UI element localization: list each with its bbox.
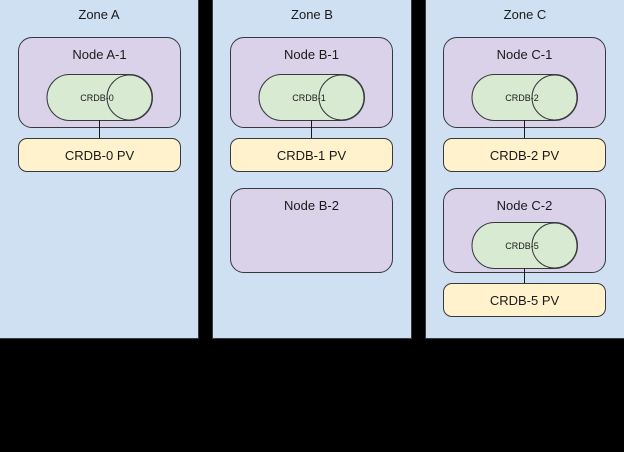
pv-container-crdb-2: CRDB-2 PV (443, 138, 606, 172)
zone-title: Zone C (503, 7, 547, 22)
pv-label: CRDB-5 PV (489, 292, 560, 308)
pv-label: CRDB-1 PV (276, 147, 347, 163)
database-cylinder-icon: CRDB-2 (471, 74, 578, 121)
node-pv-connector (524, 268, 525, 284)
pv-container-crdb-1: CRDB-1 PV (230, 138, 393, 172)
node-pv-connector (524, 120, 525, 139)
node-pv-connector (99, 120, 100, 139)
pv-label: CRDB-0 PV (64, 147, 135, 163)
node-title: Node B-1 (284, 47, 339, 62)
node-title: Node C-1 (496, 47, 553, 62)
database-cylinder-icon: CRDB-5 (471, 222, 578, 269)
node-title: Node A-1 (72, 47, 127, 62)
zone-title: Zone A (78, 7, 120, 22)
node-title: Node B-2 (284, 198, 339, 213)
database-cylinder-icon: CRDB-1 (258, 74, 365, 121)
node-title: Node C-2 (496, 198, 553, 213)
node-container-b-2: Node B-2 (230, 188, 393, 273)
pv-container-crdb-0: CRDB-0 PV (18, 138, 181, 172)
pv-label: CRDB-2 PV (489, 147, 560, 163)
database-cylinder-icon: CRDB-0 (46, 74, 153, 121)
pv-container-crdb-5: CRDB-5 PV (443, 283, 606, 317)
zone-title: Zone B (291, 7, 333, 22)
node-pv-connector (311, 120, 312, 139)
